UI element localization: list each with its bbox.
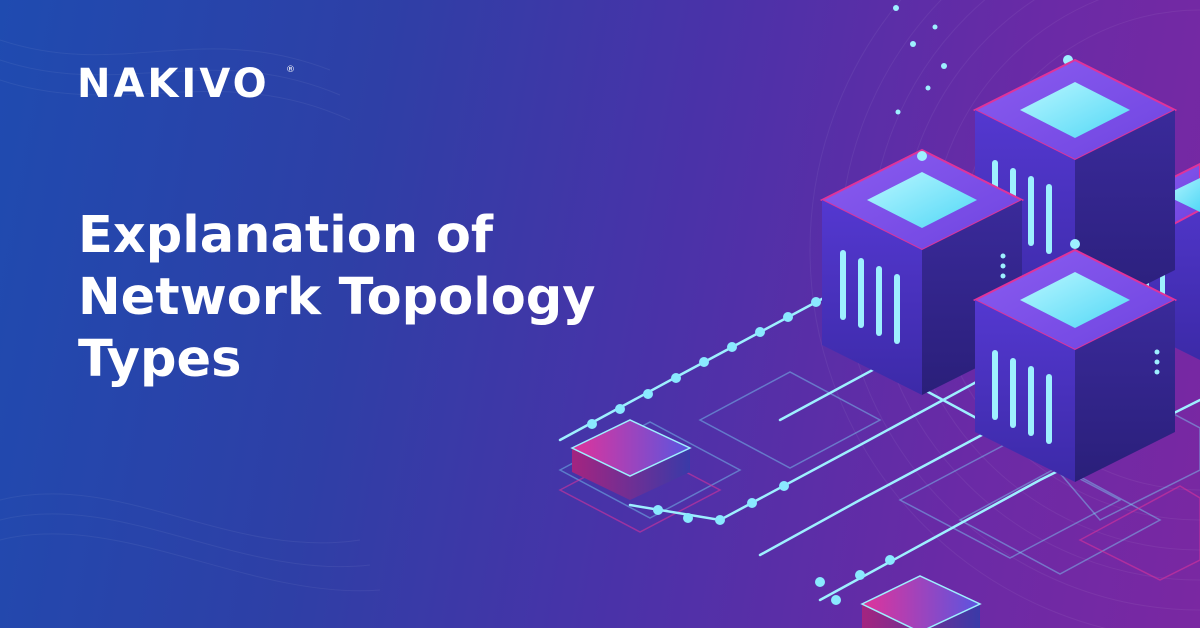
circuit-nodes: [587, 297, 895, 605]
server-cube-left: [819, 148, 1025, 395]
title-line-3: Types: [78, 330, 242, 389]
title-line-1: Explanation of: [78, 206, 494, 265]
network-pad-left: [570, 419, 692, 500]
network-pad-bottom: [860, 575, 982, 628]
page-title: Explanation of Network Topology Types: [78, 205, 638, 391]
server-cube-front: [972, 239, 1178, 482]
title-line-2: Network Topology: [78, 268, 596, 327]
registered-mark: ®: [286, 65, 295, 75]
nakivo-logo[interactable]: NAKIVO: [77, 61, 270, 107]
